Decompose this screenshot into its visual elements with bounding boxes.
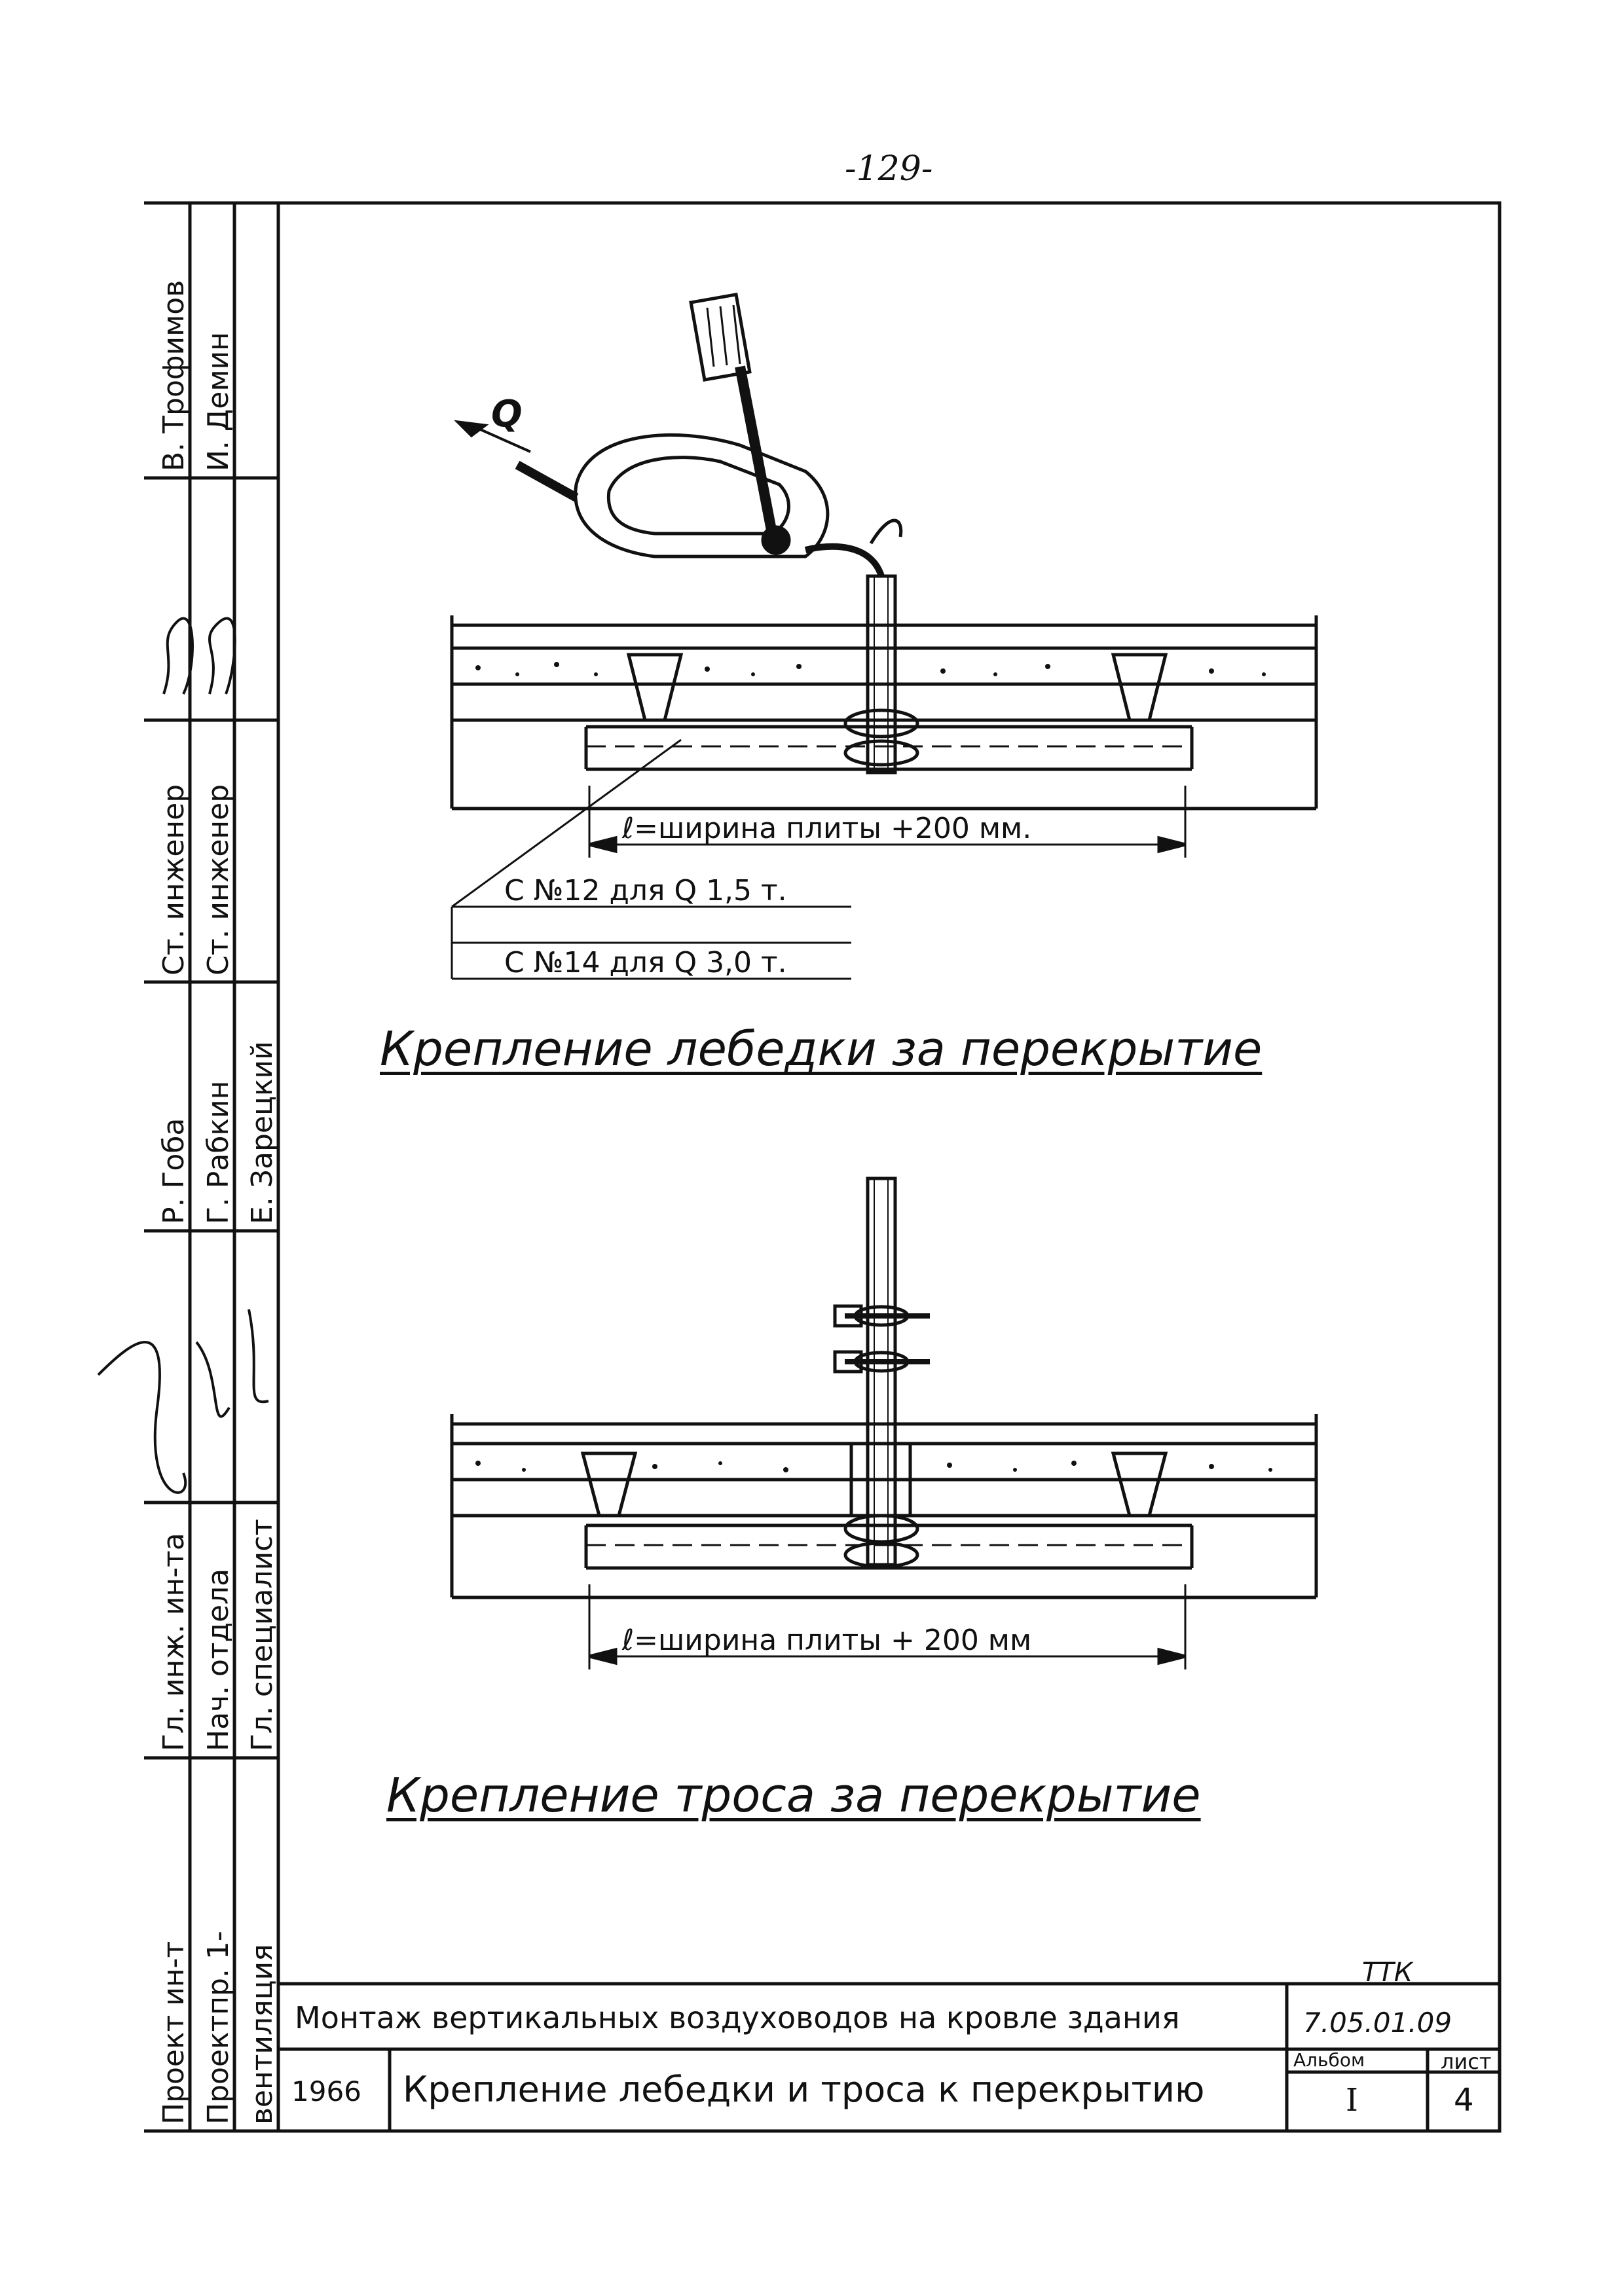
- sheet-label: лист: [1441, 2049, 1492, 2074]
- load-label: Q: [491, 393, 523, 435]
- stamp-left-1: Гл. инж. ин-та: [157, 1533, 191, 1751]
- stamp-name-zaretsky: Е. Зарецкий: [246, 1041, 279, 1224]
- frame-border: [144, 201, 1502, 2133]
- stamp-name-trofimov: В. Трофимов: [157, 280, 191, 471]
- dimension-top: ℓ=ширина плиты +200 мм.: [622, 812, 1032, 845]
- sheet-value: 4: [1454, 2082, 1474, 2119]
- caption-rope: Крепление троса за перекрытие: [386, 1768, 1201, 1823]
- album-value: I: [1346, 2082, 1358, 2119]
- note-channel-12: С №12 для Q 1,5 т.: [504, 874, 787, 907]
- code-label: ТТК: [1362, 1958, 1413, 1988]
- stamp-project-3: вентиляция: [246, 1944, 279, 2124]
- dimension-bottom: ℓ=ширина плиты + 200 мм: [622, 1624, 1032, 1657]
- title-sub: Крепление лебедки и троса к перекрытию: [403, 2069, 1205, 2110]
- concrete-hatch: [475, 662, 1272, 1472]
- title-main: Монтаж вертикальных воздуховодов на кров…: [295, 2000, 1180, 2035]
- document-code: 7.05.01.09: [1303, 2007, 1452, 2039]
- year: 1966: [291, 2075, 361, 2107]
- album-label: Альбом: [1293, 2049, 1365, 2071]
- stamp-name-goba: Р. Гоба: [157, 1118, 191, 1224]
- stamp-project-1: Проект ин-т: [157, 1941, 191, 2124]
- caption-winch: Крепление лебедки за перекрытие: [380, 1021, 1263, 1076]
- winch-drawing: [450, 292, 1318, 980]
- stamp-role-1: Ст. инженер: [157, 784, 191, 975]
- stamp-name-demin: И. Демин: [202, 332, 235, 471]
- stamp-left-2: Нач. отдела: [202, 1568, 235, 1751]
- rope-drawing: [450, 1176, 1318, 1669]
- stamp-left-3: Гл. специалист: [246, 1518, 279, 1751]
- stamp-role-2: Ст. инженер: [202, 784, 235, 975]
- page-number: -129-: [845, 149, 933, 189]
- note-channel-14: С №14 для Q 3,0 т.: [504, 946, 787, 979]
- stamp-project-2: Проектпр. 1-: [202, 1931, 235, 2124]
- stamp-name-rabkin: Г. Рабкин: [202, 1080, 235, 1224]
